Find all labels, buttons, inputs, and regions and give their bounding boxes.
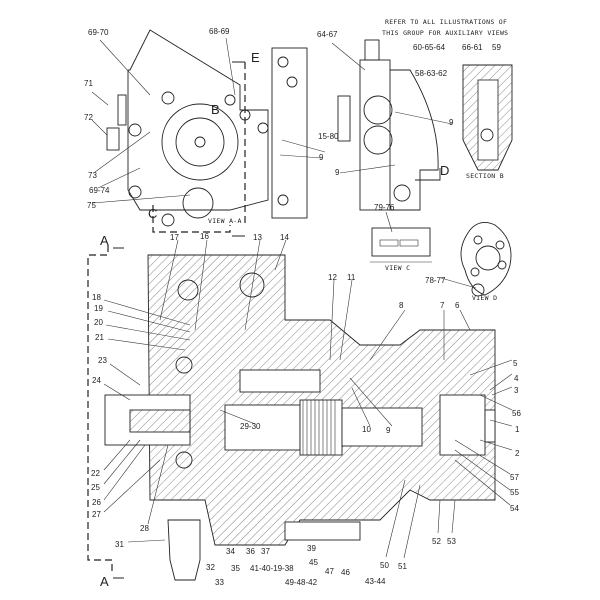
callout: 22 [91, 469, 100, 478]
section-b-caption: SECTION B [466, 172, 504, 180]
callout: 6 [455, 301, 460, 310]
callout: 13 [253, 233, 262, 242]
callout: 50 [380, 561, 389, 570]
callout: 66-61 [462, 43, 483, 52]
callout: 17 [170, 233, 179, 242]
callout: 46 [341, 568, 350, 577]
callout: 55 [510, 488, 519, 497]
callout: 78-77 [425, 276, 446, 285]
view-aa-caption: VIEW A-A [208, 217, 242, 225]
callout: 16 [200, 232, 209, 241]
note-line-2: THIS GROUP FOR AUXILIARY VIEWS [382, 29, 508, 37]
callout: 9 [319, 153, 324, 162]
callout: 54 [510, 504, 519, 513]
main-section-drawing [87, 37, 513, 581]
callout: 41-40-19-38 [250, 564, 294, 573]
callout: 69-70 [88, 28, 109, 37]
callout: 28 [140, 524, 149, 533]
callout: 56 [512, 409, 521, 418]
callout: 51 [398, 562, 407, 571]
callout: 3 [514, 386, 519, 395]
callout: 11 [347, 273, 356, 282]
callout: 69-74 [89, 186, 110, 195]
callout: 29-30 [240, 422, 261, 431]
callout: 60-65-64 [413, 43, 446, 52]
callout: 15-80 [318, 132, 339, 141]
callout: 68-69 [209, 27, 230, 36]
view-d-caption: VIEW D [472, 294, 497, 302]
callout: 75 [87, 201, 96, 210]
callout: 19 [94, 304, 103, 313]
callout: 57 [510, 473, 519, 482]
callout: 5 [513, 359, 518, 368]
callout: 23 [98, 356, 107, 365]
callout: 73 [88, 171, 97, 180]
callout: 1 [515, 425, 520, 434]
callout: 32 [206, 563, 215, 572]
callout: 35 [231, 564, 240, 573]
callout: 20 [94, 318, 103, 327]
section-letter-d: D [440, 163, 449, 178]
callout: 9 [335, 168, 340, 177]
callout: 47 [325, 567, 334, 576]
callout: 21 [95, 333, 104, 342]
callout: 64-67 [317, 30, 338, 39]
section-letter-c: C [148, 206, 157, 221]
callout: 26 [92, 498, 101, 507]
section-b-drawing [462, 64, 513, 171]
callout: 58-63-62 [415, 69, 448, 78]
callout: 9 [449, 118, 454, 127]
view-c-drawing [370, 227, 432, 263]
callout: 52 [432, 537, 441, 546]
view-c-caption: VIEW C [385, 264, 410, 272]
callout: 79-76 [374, 203, 395, 212]
callout: 14 [280, 233, 289, 242]
callout: 31 [115, 540, 124, 549]
callout: 24 [92, 376, 101, 385]
callout: 71 [84, 79, 93, 88]
callout: 10 [362, 425, 371, 434]
section-letter-a-top: A [100, 233, 109, 248]
section-letter-b: B [211, 102, 220, 117]
callout: 18 [92, 293, 101, 302]
callout: 7 [440, 301, 445, 310]
section-letter-e: E [251, 50, 260, 65]
callout: 59 [492, 43, 501, 52]
callout: 72 [84, 113, 93, 122]
callout: 2 [515, 449, 520, 458]
callout: 4 [514, 374, 519, 383]
callout: 27 [92, 510, 101, 519]
callout: 37 [261, 547, 270, 556]
callout: 49-48-42 [285, 578, 318, 587]
section-letter-a-bottom: A [100, 574, 109, 589]
callout: 9 [386, 426, 391, 435]
callout: 45 [309, 558, 318, 567]
view-d-drawing [460, 221, 512, 297]
callout: 34 [226, 547, 235, 556]
callout: 43-44 [365, 577, 386, 586]
callout: 33 [215, 578, 224, 587]
callout: 25 [91, 483, 100, 492]
callout: 12 [328, 273, 337, 282]
callout: 8 [399, 301, 404, 310]
note-line-1: REFER TO ALL ILLUSTRATIONS OF [385, 18, 507, 26]
callout: 53 [447, 537, 456, 546]
callout: 39 [307, 544, 316, 553]
view-aa-drawing [106, 29, 308, 237]
side-view-drawing [337, 39, 441, 211]
callout: 36 [246, 547, 255, 556]
callout-labels: 69-70 68-69 64-67 60-65-64 66-61 59 58-6… [84, 27, 521, 587]
